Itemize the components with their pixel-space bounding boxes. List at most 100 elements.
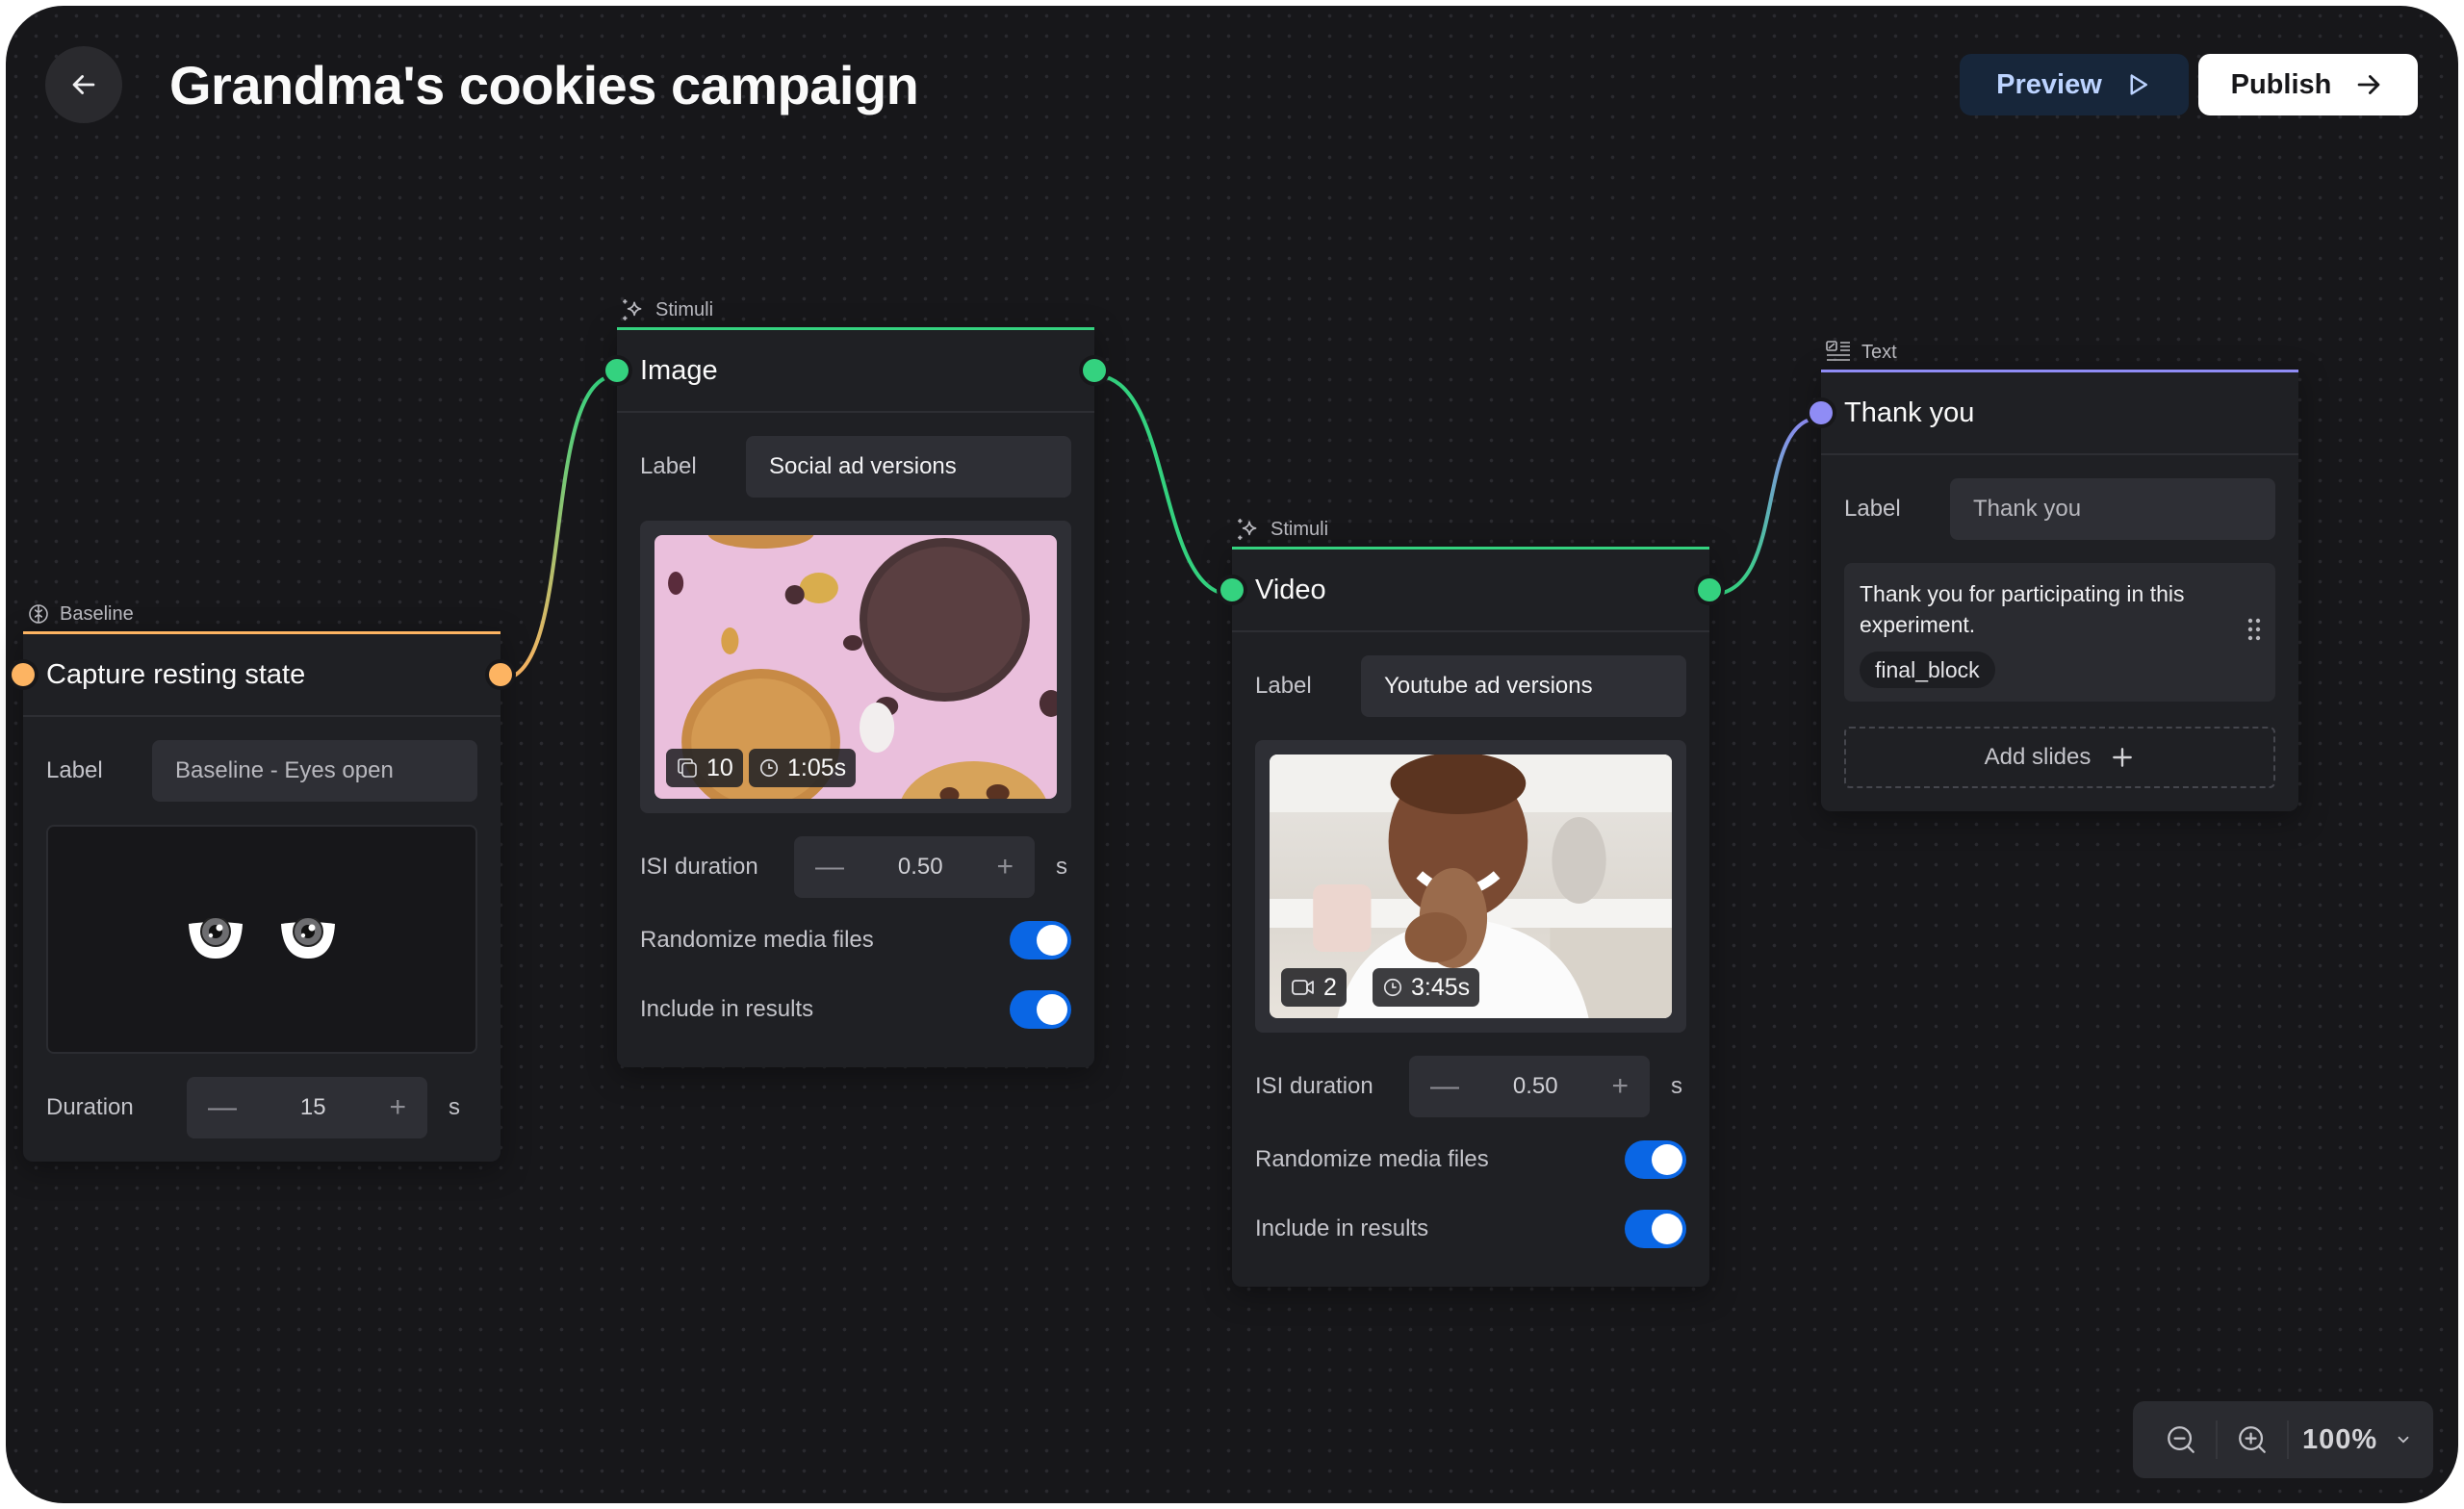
brain-icon [29,604,48,624]
cookies-photo [668,535,1057,799]
output-port[interactable] [489,663,512,686]
eye-icon [189,918,243,959]
sparkle-icon [1238,519,1257,540]
node-category: Text [1821,335,2298,370]
isi-caption: ISI duration [1255,1073,1373,1099]
label-caption: Label [1255,673,1312,699]
clock-icon [759,758,779,778]
media-duration-badge: 3:45s [1373,968,1480,1007]
kid-video-thumbnail: 2 3:45s [1270,754,1672,1018]
node-title: Video [1220,550,1721,632]
node-title-text: Capture resting state [46,658,306,690]
arrow-left-icon [72,75,95,94]
node-text[interactable]: Text Thank you Label Thank you Thank you… [1810,335,2298,811]
minus-icon[interactable]: — [1430,1070,1459,1102]
randomize-toggle[interactable] [1010,921,1071,959]
isi-stepper[interactable]: — 0.50 + [794,836,1035,898]
media-duration-badge: 1:05s [749,749,857,787]
slide-text: Thank you for participating in this expe… [1860,581,2185,637]
media-count: 2 [1323,973,1337,1001]
duration-value[interactable]: 15 [299,1094,326,1120]
chevron-down-icon [2398,1436,2409,1444]
node-video[interactable]: Stimuli Video Label Youtube ad versions [1220,512,1721,1287]
add-slides-label: Add slides [1984,744,2092,770]
node-title: Capture resting state [12,634,512,717]
label-caption: Label [640,453,697,479]
minus-icon[interactable]: — [815,851,844,882]
input-port[interactable] [1220,578,1244,601]
text-layout-icon [1826,341,1850,361]
minus-icon[interactable]: — [208,1091,237,1123]
divider [2216,1420,2218,1459]
media-count-badge: 10 [666,749,743,787]
video-camera-icon [1292,980,1314,995]
media-preview[interactable]: 2 3:45s [1255,740,1686,1033]
include-toggle[interactable] [1010,990,1071,1029]
isi-value[interactable]: 0.50 [1512,1073,1558,1099]
node-title: Thank you [1810,372,2298,455]
label-caption: Label [46,757,103,783]
duration-stepper[interactable]: — 15 + [187,1077,427,1138]
media-preview[interactable]: 10 1:05s [640,521,1071,813]
label-input[interactable]: Thank you [1950,478,2275,540]
plus-icon[interactable]: + [389,1091,406,1123]
publish-button[interactable]: Publish [2198,54,2418,115]
publish-label: Publish [2230,68,2332,100]
play-icon [2130,74,2147,95]
drag-handle-icon[interactable] [2246,617,2262,642]
node-title: Image [605,330,1106,413]
duration-unit: s [449,1094,460,1120]
sparkle-icon [623,299,642,320]
randomize-caption: Randomize media files [1255,1146,1489,1172]
media-count-badge: 2 [1281,968,1347,1007]
plus-icon [2113,748,2133,767]
input-port[interactable] [12,663,35,686]
slide-tag: final_block [1860,652,1995,688]
output-port[interactable] [1083,359,1106,382]
plus-icon[interactable]: + [1611,1070,1629,1102]
preview-label: Preview [1996,68,2102,100]
randomize-toggle[interactable] [1625,1140,1686,1179]
add-slides-button[interactable]: Add slides [1844,727,2275,788]
label-input[interactable]: Baseline - Eyes open [152,740,477,802]
include-caption: Include in results [1255,1215,1429,1241]
plus-icon[interactable]: + [996,851,1014,882]
node-image[interactable]: Stimuli Image Label Social ad versions [605,293,1106,1067]
zoom-control: 100% [2133,1401,2433,1478]
media-duration: 3:45s [1411,973,1471,1001]
eyes-open-preview [46,825,477,1054]
node-baseline[interactable]: Baseline Capture resting state Label Bas… [12,597,512,1162]
input-port[interactable] [605,359,629,382]
label-input[interactable]: Social ad versions [746,436,1071,498]
label-input[interactable]: Youtube ad versions [1361,655,1686,717]
isi-value[interactable]: 0.50 [897,854,943,880]
isi-unit: s [1056,854,1067,880]
category-label: Text [1861,341,1897,363]
stack-icon [678,758,697,778]
media-duration: 1:05s [787,754,847,781]
cookies-image: 10 1:05s [654,535,1057,799]
zoom-in-icon [2239,1426,2266,1453]
zoom-in-button[interactable] [2231,1419,2273,1461]
zoom-out-icon [2168,1426,2194,1453]
randomize-caption: Randomize media files [640,927,874,953]
eye-icon [281,918,335,959]
label-caption: Label [1844,496,1901,522]
page-title: Grandma's cookies campaign [169,55,919,115]
slide-card[interactable]: Thank you for participating in this expe… [1844,563,2275,702]
category-label: Baseline [60,602,134,625]
node-category: Stimuli [1232,512,1709,547]
zoom-out-button[interactable] [2160,1419,2202,1461]
duration-caption: Duration [46,1094,134,1120]
isi-stepper[interactable]: — 0.50 + [1409,1056,1650,1117]
zoom-level-dropdown[interactable]: 100% [2302,1424,2412,1456]
output-port[interactable] [1698,578,1721,601]
include-toggle[interactable] [1625,1210,1686,1248]
preview-button[interactable]: Preview [1960,54,2189,115]
back-button[interactable] [45,46,122,123]
clock-icon [1383,978,1402,997]
isi-unit: s [1671,1073,1682,1099]
divider [2287,1420,2289,1459]
input-port[interactable] [1810,401,1833,424]
category-label: Stimuli [655,298,714,320]
